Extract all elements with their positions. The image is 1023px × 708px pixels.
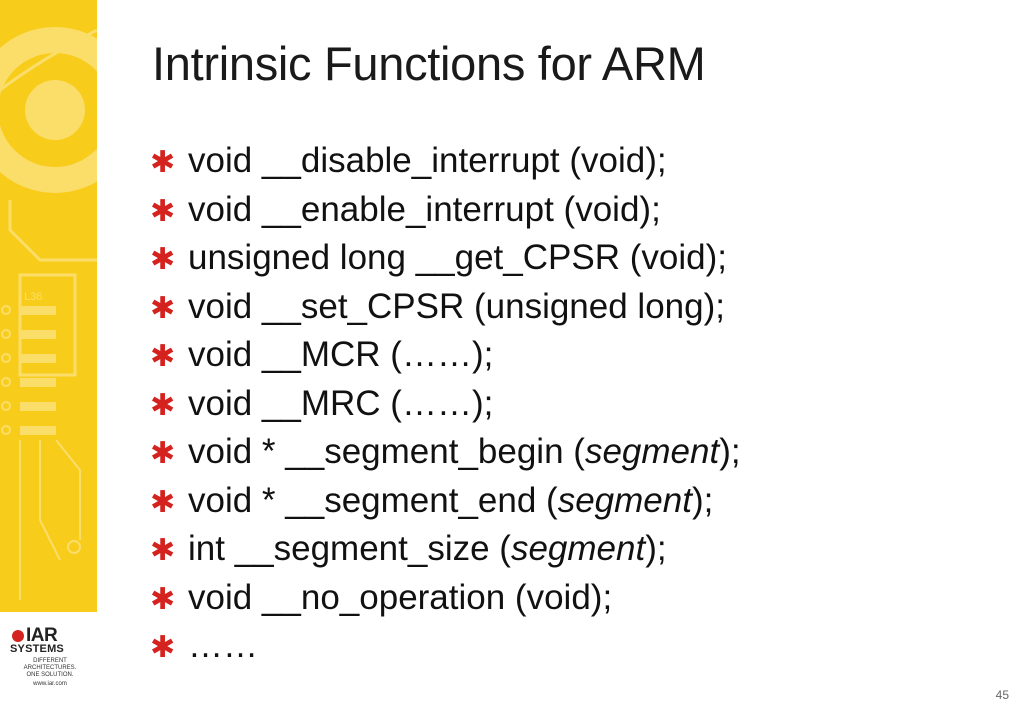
- red-star-icon: ✱: [150, 437, 176, 471]
- bullet-item: ✱ void __enable_interrupt (void);: [150, 186, 1010, 235]
- bullet-item: ✱ void __set_CPSR (unsigned long);: [150, 283, 1010, 332]
- circuit-board-decoration: L36: [0, 27, 97, 600]
- bullet-text: unsigned long __get_CPSR (void);: [188, 238, 727, 278]
- iar-logo: IAR SYSTEMS DIFFERENT ARCHITECTURES. ONE…: [0, 612, 97, 708]
- red-star-icon: ✱: [150, 631, 176, 665]
- bullet-text: void __MCR (……);: [188, 335, 493, 375]
- bullet-text-main: void * __segment_end (: [188, 480, 558, 520]
- bullet-item: ✱ void __no_operation (void);: [150, 574, 1010, 623]
- bullet-item: ✱ unsigned long __get_CPSR (void);: [150, 234, 1010, 283]
- bullet-text-main: void __MCR (……);: [188, 335, 494, 375]
- logo-tagline-line2: ONE SOLUTION.: [26, 672, 74, 678]
- bullet-text-main: ……: [188, 626, 258, 666]
- red-star-icon: ✱: [150, 146, 176, 180]
- bullet-text: void * __segment_end (segment);: [188, 481, 713, 521]
- bullet-text-main: void * __segment_begin (: [188, 432, 585, 472]
- bullet-text-main: int __segment_size (: [188, 529, 511, 569]
- logo-tagline: DIFFERENT ARCHITECTURES. ONE SOLUTION.: [7, 658, 93, 679]
- bullet-text-main: unsigned long __get_CPSR (void);: [188, 238, 727, 278]
- logo-tagline-line1: DIFFERENT ARCHITECTURES.: [23, 658, 77, 671]
- bullet-text: void __no_operation (void);: [188, 578, 612, 618]
- red-star-icon: ✱: [150, 340, 176, 374]
- bullet-item: ✱ void __MCR (……);: [150, 331, 1010, 380]
- bullet-text-main: void __no_operation (void);: [188, 577, 613, 617]
- decorative-sidebar: L36 IAR SYSTEMS DIFFERENT ARCHITECTURES.: [0, 0, 97, 708]
- bullet-item: ✱ int __segment_size (segment);: [150, 525, 1010, 574]
- bullet-text-main: void __MRC (……);: [188, 383, 494, 423]
- bullet-text: int __segment_size (segment);: [188, 529, 667, 569]
- red-star-icon: ✱: [150, 534, 176, 568]
- bullet-text: void __disable_interrupt (void);: [188, 141, 667, 181]
- bullet-text: void __MRC (……);: [188, 384, 493, 424]
- bullet-list: ✱ void __disable_interrupt (void); ✱ void _…: [150, 137, 1010, 671]
- bullet-text-italic-param: segment: [584, 432, 720, 472]
- logo-brand-systems: SYSTEMS: [10, 643, 64, 655]
- red-star-icon: ✱: [150, 291, 176, 325]
- logo-dot-icon: [12, 630, 24, 642]
- page-number: 45: [995, 688, 1009, 702]
- bullet-item: ✱ ……: [150, 622, 1010, 671]
- bullet-item: ✱ void * __segment_begin (segment);: [150, 428, 1010, 477]
- bullet-text: ……: [188, 626, 258, 666]
- bullet-item: ✱ void __disable_interrupt (void);: [150, 137, 1010, 186]
- logo-url: www.iar.com: [33, 681, 67, 687]
- red-star-icon: ✱: [150, 582, 176, 616]
- bullet-item: ✱ void __MRC (……);: [150, 380, 1010, 429]
- bullet-text-suffix: );: [719, 432, 741, 472]
- bullet-text-main: void __enable_interrupt (void);: [188, 189, 661, 229]
- bullet-text-main: void __set_CPSR (unsigned long);: [188, 286, 725, 326]
- chip-label: L36: [24, 291, 42, 303]
- bullet-text: void __enable_interrupt (void);: [188, 190, 661, 230]
- red-star-icon: ✱: [150, 243, 176, 277]
- logo-brand-iar: IAR: [26, 625, 58, 646]
- red-star-icon: ✱: [150, 388, 176, 422]
- bullet-text-suffix: );: [645, 529, 667, 569]
- bullet-text-main: void __disable_interrupt (void);: [188, 141, 667, 181]
- bullet-text: void * __segment_begin (segment);: [188, 432, 741, 472]
- red-star-icon: ✱: [150, 194, 176, 228]
- slide-title: Intrinsic Functions for ARM: [152, 37, 706, 90]
- bullet-text-italic-param: segment: [557, 480, 692, 520]
- bullet-text-suffix: );: [691, 480, 714, 520]
- logo-wordmark: IAR: [12, 626, 92, 645]
- red-star-icon: ✱: [150, 485, 176, 519]
- bullet-text-italic-param: segment: [510, 529, 646, 569]
- bullet-text: void __set_CPSR (unsigned long);: [188, 287, 725, 327]
- bullet-item: ✱ void * __segment_end (segment);: [150, 477, 1010, 526]
